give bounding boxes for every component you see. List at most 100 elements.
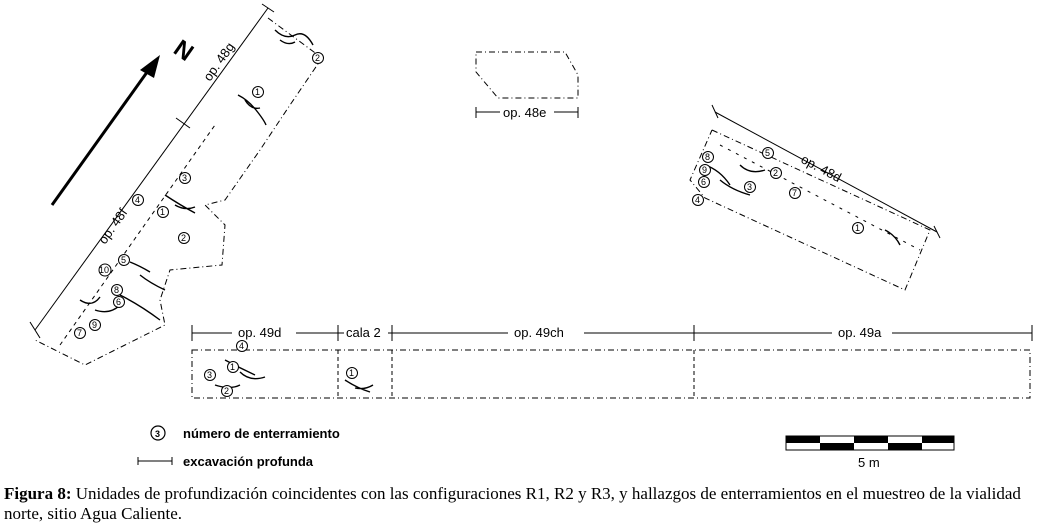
burial-marker bbox=[770, 167, 782, 179]
label-bg bbox=[508, 325, 584, 341]
burial-marker bbox=[698, 176, 710, 188]
burial-marker bbox=[702, 151, 714, 163]
label-bg bbox=[344, 325, 388, 341]
burial-cluster-op48g bbox=[237, 29, 314, 126]
burial-number: 3 bbox=[182, 173, 187, 183]
unit-outline bbox=[475, 51, 579, 99]
caption-prefix: Figura 8: bbox=[4, 484, 72, 503]
burial-marker bbox=[157, 206, 169, 218]
caption-text: Unidades de profundización coincidentes … bbox=[4, 484, 1021, 523]
label-op48e: op. 48e bbox=[503, 105, 546, 120]
burial-number: 3 bbox=[207, 370, 212, 380]
burial-marker bbox=[312, 52, 324, 64]
burial-marker bbox=[178, 232, 190, 244]
legend-burial-symbol-number: 3 bbox=[155, 429, 160, 439]
trench-dimension-line bbox=[34, 7, 269, 331]
burial-marker bbox=[89, 319, 101, 331]
burial-number: 3 bbox=[747, 182, 752, 192]
burial-marker bbox=[852, 222, 864, 234]
figure-caption: Figura 8: Unidades de profundización coi… bbox=[4, 484, 1062, 524]
dimension-tick bbox=[711, 104, 719, 119]
burial-number: 4 bbox=[135, 195, 140, 205]
burial-marker bbox=[252, 86, 264, 98]
excavation-plan: N op. 48g op. 48f 2 1 3 4 1 2 5 bbox=[29, 3, 1033, 470]
burial-marker bbox=[236, 340, 248, 352]
burial-number: 7 bbox=[77, 328, 82, 338]
inner-line bbox=[719, 144, 921, 251]
burial-marker bbox=[113, 296, 125, 308]
burial-marker bbox=[111, 284, 123, 296]
trench-dim-tick-b bbox=[261, 3, 275, 13]
burial-sketch bbox=[237, 94, 267, 126]
burial-number: 4 bbox=[695, 195, 700, 205]
burial-sketch bbox=[344, 379, 374, 393]
scale-segment bbox=[888, 443, 922, 450]
burial-marker bbox=[204, 369, 216, 381]
burial-number: 5 bbox=[121, 255, 126, 265]
burial-sketch bbox=[274, 29, 314, 46]
trench-op49 bbox=[191, 325, 1033, 399]
burial-number: 9 bbox=[702, 165, 707, 175]
scale-bar: 5 m bbox=[785, 435, 955, 470]
burial-number: 2 bbox=[773, 168, 778, 178]
scale-segment bbox=[854, 436, 888, 443]
dimension-line bbox=[714, 111, 938, 233]
unit-op48d bbox=[689, 104, 941, 291]
burial-marker bbox=[699, 164, 711, 176]
burial-sketch bbox=[164, 194, 196, 214]
burial-markers-op48g: 2 1 bbox=[252, 52, 324, 98]
unit-outline bbox=[689, 129, 931, 291]
label-bg bbox=[232, 325, 296, 341]
burial-number: 10 bbox=[99, 265, 109, 275]
burial-number: 8 bbox=[114, 285, 119, 295]
trench-dim-tick-a bbox=[29, 321, 41, 339]
trench-outline bbox=[191, 349, 1031, 399]
label-bg bbox=[832, 325, 892, 341]
burial-number: 6 bbox=[701, 177, 706, 187]
burial-sketch bbox=[214, 359, 266, 389]
label-op48g: op. 48g bbox=[200, 40, 237, 84]
burial-number: 1 bbox=[230, 362, 235, 372]
burial-marker bbox=[744, 181, 756, 193]
burial-number: 7 bbox=[792, 188, 797, 198]
burial-number: 1 bbox=[160, 207, 165, 217]
north-arrow-shaft bbox=[50, 67, 152, 206]
burial-markers-op49: 4 1 3 2 1 bbox=[204, 340, 358, 397]
burial-sketch bbox=[884, 229, 901, 246]
burial-marker bbox=[692, 194, 704, 206]
burial-marker bbox=[132, 194, 144, 206]
legend-deep-label: excavación profunda bbox=[183, 454, 314, 469]
trench-dim-tick-c bbox=[175, 117, 191, 129]
burial-number: 2 bbox=[315, 53, 320, 63]
burial-marker bbox=[98, 263, 112, 277]
burial-number: 4 bbox=[239, 341, 244, 351]
burial-number: 6 bbox=[116, 297, 121, 307]
burial-sketch bbox=[129, 261, 166, 291]
burial-number: 8 bbox=[705, 152, 710, 162]
burial-number: 2 bbox=[224, 386, 229, 396]
burial-sketch bbox=[704, 164, 766, 196]
burial-marker bbox=[74, 327, 86, 339]
scale-segment bbox=[786, 436, 820, 443]
unit-op48e bbox=[475, 51, 579, 118]
burial-marker bbox=[762, 147, 774, 159]
scale-segment bbox=[922, 436, 954, 443]
burial-marker bbox=[346, 367, 358, 379]
north-label: N bbox=[169, 35, 199, 67]
burial-number: 1 bbox=[255, 87, 260, 97]
dimension-tick bbox=[933, 225, 941, 239]
burial-cluster-op49 bbox=[214, 359, 374, 393]
trench-op48f-48g bbox=[29, 3, 323, 366]
burial-number: 5 bbox=[765, 148, 770, 158]
label-op49d: op. 49d bbox=[238, 325, 281, 340]
trench-inner-line bbox=[59, 124, 216, 346]
burial-marker bbox=[221, 385, 233, 397]
burial-number: 9 bbox=[92, 320, 97, 330]
north-arrow-head bbox=[140, 55, 160, 78]
burial-markers-op48f: 3 4 1 2 5 10 8 6 9 7 bbox=[74, 172, 191, 339]
burial-number: 1 bbox=[855, 223, 860, 233]
label-cala2: cala 2 bbox=[346, 325, 381, 340]
burial-number: 2 bbox=[181, 233, 186, 243]
scale-segment bbox=[820, 443, 854, 450]
burial-marker bbox=[118, 254, 130, 266]
